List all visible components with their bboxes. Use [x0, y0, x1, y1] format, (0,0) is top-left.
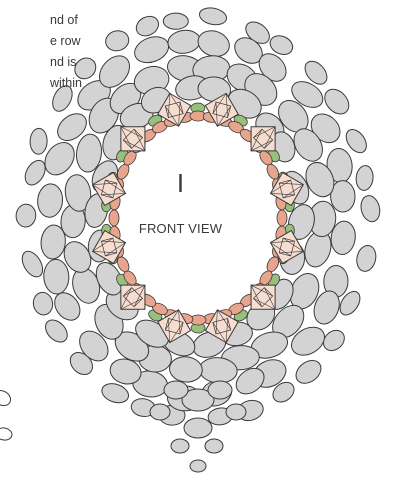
- outer-bead: [292, 356, 326, 388]
- bicone-crystal-ring: [88, 89, 307, 347]
- instruction-text-line-3: nd is: [50, 52, 76, 73]
- outer-bead: [168, 355, 204, 384]
- outer-bead: [167, 28, 202, 55]
- outer-bead: [198, 6, 228, 27]
- outer-bead: [320, 85, 354, 119]
- outer-bead: [133, 13, 162, 40]
- fringe-bead: [171, 439, 189, 453]
- outer-bead: [30, 128, 48, 154]
- outer-bead: [131, 32, 173, 67]
- partial-bead: [0, 427, 13, 442]
- outer-bead: [163, 13, 188, 29]
- instruction-text-line-1: nd of: [50, 10, 78, 31]
- instruction-text-line-4: within: [50, 73, 82, 94]
- fringe-bead: [190, 460, 206, 472]
- instruction-text-line-2: e row: [50, 31, 81, 52]
- outer-bead: [32, 291, 55, 317]
- view-label: FRONT VIEW: [0, 221, 377, 236]
- outer-bead: [41, 316, 71, 347]
- fringe-bead: [208, 381, 232, 399]
- fringe-bead: [226, 404, 246, 420]
- outer-bead: [354, 244, 378, 274]
- fringe-bead: [184, 418, 212, 438]
- fringe-bead: [150, 404, 170, 420]
- partial-bead: [0, 387, 13, 408]
- outer-bead: [18, 248, 47, 281]
- partial-bead-left: [0, 387, 13, 441]
- outer-bead: [104, 28, 131, 53]
- outer-bead: [43, 259, 70, 295]
- fringe-bead: [164, 381, 188, 399]
- step-numeral: I: [0, 168, 377, 199]
- fringe-bead: [205, 439, 223, 453]
